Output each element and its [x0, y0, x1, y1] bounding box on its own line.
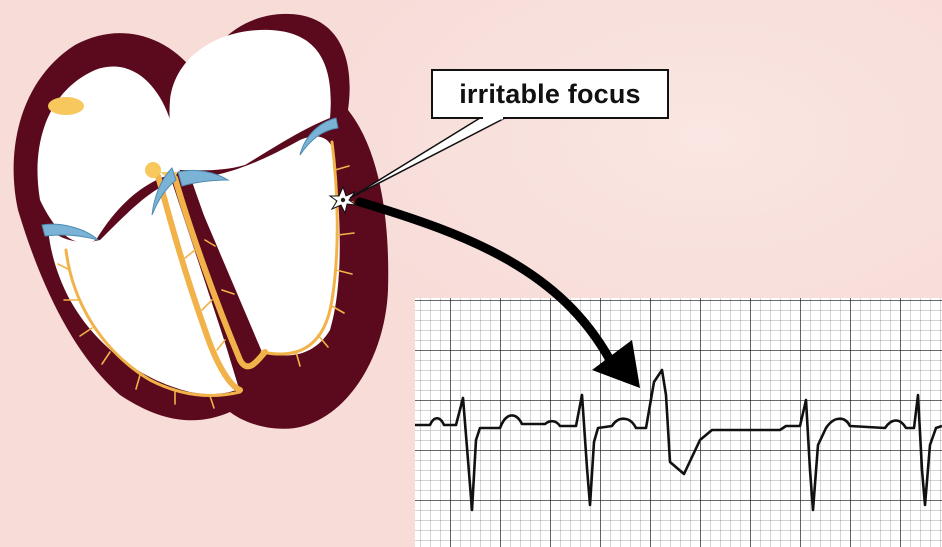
- sa-node: [48, 97, 84, 115]
- ecg-strip: [415, 298, 942, 547]
- ecg-grid: [415, 298, 942, 547]
- callout-box: [432, 70, 668, 118]
